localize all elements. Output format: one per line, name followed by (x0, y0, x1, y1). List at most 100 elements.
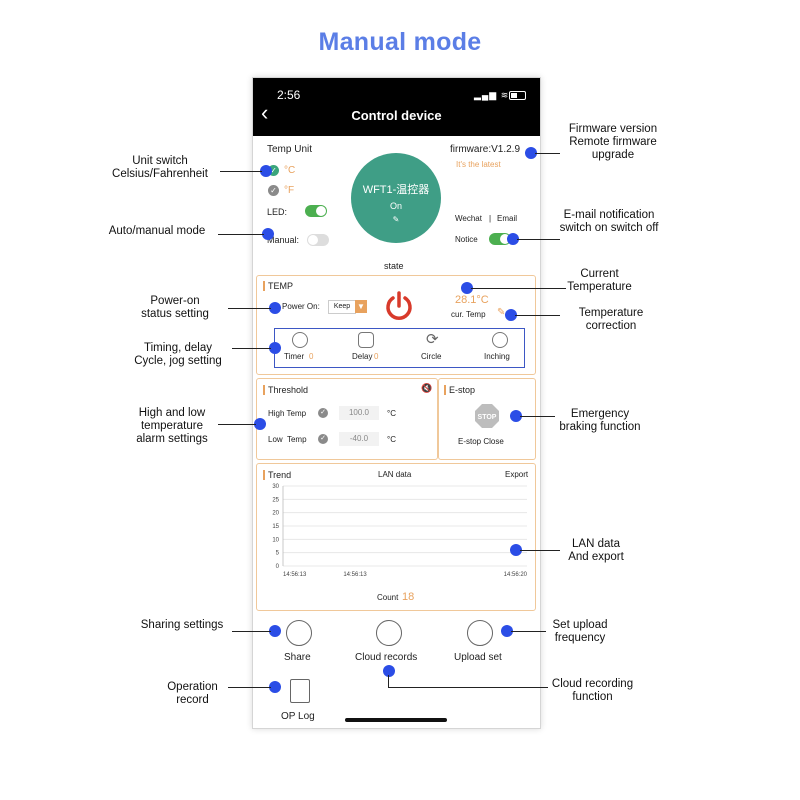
wechat-option[interactable]: Wechat (455, 214, 482, 223)
upload-freq-line (511, 631, 546, 632)
circle-label[interactable]: Circle (421, 352, 442, 361)
x-tick-label: 14:56:13 (283, 572, 307, 578)
lan-export-line (520, 550, 560, 551)
estop-title: E-stop (444, 385, 475, 395)
power-on-dot (269, 302, 281, 314)
timing-callout: Timing, delay Cycle, jog setting (134, 342, 222, 367)
delay-icon[interactable] (358, 332, 374, 348)
manual-label: Manual: (267, 235, 300, 245)
chevron-down-icon[interactable]: ▼ (355, 300, 367, 313)
current-temp-value: 28.1°C (455, 294, 489, 306)
temp-unit-title: Temp Unit (267, 144, 313, 155)
battery-icon (509, 91, 526, 100)
x-tick-label: 14:56:13 (343, 572, 367, 578)
email-line (517, 239, 560, 240)
mute-icon[interactable]: 🔇 (421, 383, 433, 393)
op-record-callout: Operation record (167, 681, 218, 706)
high-temp-check-icon[interactable]: ✓ (318, 408, 328, 418)
emergency-callout: Emergency braking function (559, 408, 641, 433)
device-status: On (389, 201, 402, 211)
circle-icon[interactable]: ⟳ (426, 331, 439, 348)
power-on-label: Power On: (282, 302, 320, 311)
y-tick-label: 10 (272, 537, 279, 543)
low-temp-check-icon[interactable]: ✓ (318, 434, 328, 444)
stop-sign-text: STOP (478, 414, 497, 421)
emergency-dot (510, 410, 522, 422)
cloud-recording-hline (388, 687, 548, 688)
email-option[interactable]: Email (497, 214, 518, 223)
count-value: 18 (402, 591, 415, 603)
device-badge[interactable]: WFT1-温控器 On ✎ (351, 153, 441, 243)
unit-switch-dot (260, 165, 272, 177)
manual-toggle[interactable] (307, 234, 329, 246)
threshold-title: Threshold (263, 385, 308, 395)
low-temp-input[interactable]: -40.0 (339, 432, 379, 446)
high-temp-unit: °C (387, 409, 396, 418)
low-temp-unit: °C (387, 435, 396, 444)
top-bar: 2:56 ▂▄▆ ≋ ‹ Control device (253, 78, 540, 136)
firmware-version[interactable]: firmware:V1.2.9 (450, 144, 521, 155)
y-tick-label: 0 (276, 564, 280, 570)
timing-line (232, 348, 271, 349)
unit-switch-line (220, 171, 262, 172)
fahrenheit-option[interactable]: °F (284, 185, 295, 196)
estop-panel: E-stop STOP E-stop Close (438, 378, 536, 460)
temp-correction-dot (505, 309, 517, 321)
lan-export-dot (510, 544, 522, 556)
lan-export-callout: LAN data And export (568, 538, 624, 563)
temp-correction-edit-icon[interactable]: ✎ (497, 307, 506, 318)
fahrenheit-check-icon[interactable]: ✓ (268, 185, 279, 196)
power-on-select[interactable]: Keep (328, 300, 356, 314)
share-icon[interactable] (286, 620, 312, 646)
device-name: WFT1-温控器 (362, 184, 430, 196)
firmware-line (535, 153, 560, 154)
temp-correction-callout: Temperature correction (578, 307, 644, 332)
cloud-recording-vline (388, 675, 389, 687)
upload-set-icon[interactable] (467, 620, 493, 646)
y-tick-label: 20 (272, 511, 279, 517)
temp-panel: TEMP Power On: Keep ▼ 28.1°C cur. Temp ✎… (256, 275, 536, 375)
timing-dot (269, 342, 281, 354)
timer-icon[interactable] (292, 332, 308, 348)
temp-panel-title: TEMP (263, 281, 293, 291)
count-label: Count (377, 593, 399, 602)
power-icon[interactable] (384, 290, 414, 322)
auto-manual-line (218, 234, 264, 235)
power-on-callout: Power-on status setting (141, 295, 209, 320)
unit-switch-callout: Unit switch Celsius/Fahrenheit (112, 155, 208, 180)
inching-icon[interactable] (492, 332, 508, 348)
power-on-line (228, 308, 271, 309)
temp-correction-line (515, 315, 560, 316)
timer-value: 0 (309, 352, 314, 361)
op-log-button[interactable]: OP Log (281, 711, 315, 722)
alarm-callout: High and low temperature alarm settings (136, 407, 208, 445)
inching-label[interactable]: Inching (484, 352, 510, 361)
share-button[interactable]: Share (284, 652, 311, 663)
export-button[interactable]: Export (505, 470, 529, 479)
celsius-option[interactable]: °C (284, 165, 296, 176)
delay-label[interactable]: Delay (352, 352, 373, 361)
home-indicator (345, 718, 447, 722)
cloud-records-button[interactable]: Cloud records (355, 652, 418, 663)
op-log-icon[interactable] (290, 679, 310, 703)
led-toggle[interactable] (305, 205, 327, 217)
notify-separator: | (489, 214, 492, 223)
estop-label[interactable]: E-stop Close (458, 437, 504, 446)
lan-data-label[interactable]: LAN data (378, 470, 412, 479)
timer-label[interactable]: Timer (284, 352, 305, 361)
upload-freq-callout: Set upload frequency (552, 619, 608, 644)
trend-title: Trend (263, 470, 291, 480)
y-tick-label: 5 (276, 551, 280, 557)
notice-toggle[interactable] (489, 233, 511, 245)
stop-sign-icon[interactable]: STOP (474, 403, 500, 429)
celsius-check-icon[interactable]: ✓ (268, 165, 279, 176)
upload-set-button[interactable]: Upload set (454, 652, 502, 663)
back-icon[interactable]: ‹ (261, 100, 269, 125)
email-callout: E-mail notification switch on switch off (559, 209, 659, 234)
high-temp-input[interactable]: 100.0 (339, 406, 379, 420)
low-temp-label: Low Temp (268, 435, 307, 444)
cloud-records-icon[interactable] (376, 620, 402, 646)
edit-icon[interactable]: ✎ (392, 215, 400, 224)
